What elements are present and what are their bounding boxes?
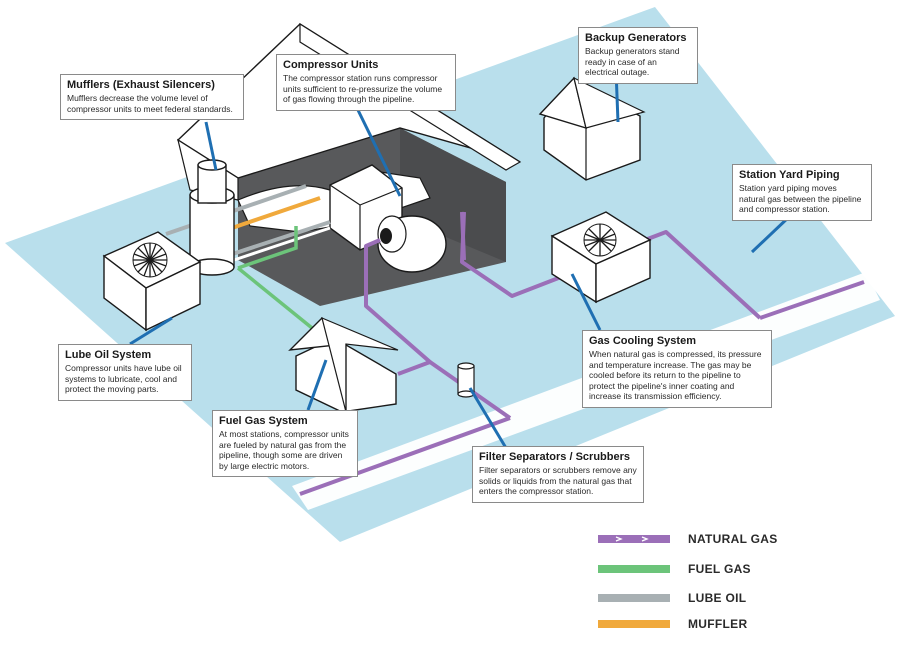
legend-swatch-fuel-gas bbox=[598, 565, 670, 573]
callout-body: Backup generators stand ready in case of… bbox=[585, 46, 680, 77]
callout-body: The compressor station runs compressor u… bbox=[283, 73, 443, 104]
callout-gas-cooling-system: Gas Cooling System When natural gas is c… bbox=[582, 330, 772, 408]
callout-title: Gas Cooling System bbox=[589, 335, 696, 347]
main-pipeline-gas bbox=[299, 416, 511, 496]
callout-mufflers: Mufflers (Exhaust Silencers) Mufflers de… bbox=[60, 74, 244, 120]
callout-body: At most stations, compressor units are f… bbox=[219, 429, 349, 471]
legend-item-lube-oil: LUBE OIL bbox=[598, 590, 798, 606]
swatch-fill bbox=[598, 565, 670, 573]
swatch-fill bbox=[598, 620, 670, 628]
callout-body: Filter separators or scrubbers remove an… bbox=[479, 465, 637, 496]
callout-body: Mufflers decrease the volume level of co… bbox=[67, 93, 233, 114]
gas-cooling-unit bbox=[550, 211, 652, 304]
callout-backup-generators: Backup Generators Backup generators stan… bbox=[578, 27, 698, 84]
leader-lines bbox=[129, 69, 792, 449]
fuel-gas-house bbox=[288, 316, 399, 413]
callout-fuel-gas-system: Fuel Gas System At most stations, compre… bbox=[212, 410, 358, 477]
compressor-unit bbox=[329, 164, 447, 273]
callout-lube-oil-system: Lube Oil System Compressor units have lu… bbox=[58, 344, 192, 401]
callout-body: Compressor units have lube oil systems t… bbox=[65, 363, 182, 394]
legend-item-natural-gas: NATURAL GAS bbox=[598, 531, 798, 547]
callout-title: Filter Separators / Scrubbers bbox=[479, 451, 630, 463]
callout-title: Fuel Gas System bbox=[219, 415, 308, 427]
legend-item-muffler: MUFFLER bbox=[598, 616, 798, 632]
legend-label: MUFFLER bbox=[688, 617, 748, 631]
callout-filter-separators: Filter Separators / Scrubbers Filter sep… bbox=[472, 446, 644, 503]
callout-title: Compressor Units bbox=[283, 59, 379, 71]
callout-title: Lube Oil System bbox=[65, 349, 152, 361]
lube-oil-cooler bbox=[102, 231, 202, 332]
swatch-fill bbox=[598, 594, 670, 602]
callout-body: When natural gas is compressed, its pres… bbox=[589, 349, 762, 401]
legend-swatch-lube-oil bbox=[598, 594, 670, 602]
muffler-stack bbox=[189, 159, 235, 276]
swatch-fill bbox=[598, 535, 670, 543]
callout-title: Backup Generators bbox=[585, 32, 687, 44]
callout-title: Station Yard Piping bbox=[739, 169, 840, 181]
callout-compressor-units: Compressor Units The compressor station … bbox=[276, 54, 456, 111]
legend-label: FUEL GAS bbox=[688, 562, 751, 576]
legend-item-fuel-gas: FUEL GAS bbox=[598, 561, 798, 577]
muffler-pipe bbox=[231, 196, 321, 230]
fuel-gas-pipe bbox=[236, 226, 314, 330]
filter-separator bbox=[457, 362, 475, 398]
callout-body: Station yard piping moves natural gas be… bbox=[739, 183, 862, 214]
callout-station-yard-piping: Station Yard Piping Station yard piping … bbox=[732, 164, 872, 221]
legend-label: NATURAL GAS bbox=[688, 532, 778, 546]
legend-swatch-muffler bbox=[598, 620, 670, 628]
legend-swatch-natural-gas bbox=[598, 535, 670, 543]
legend-label: LUBE OIL bbox=[688, 591, 747, 605]
callout-title: Mufflers (Exhaust Silencers) bbox=[67, 79, 215, 91]
main-pipeline-gas-right bbox=[759, 280, 865, 320]
